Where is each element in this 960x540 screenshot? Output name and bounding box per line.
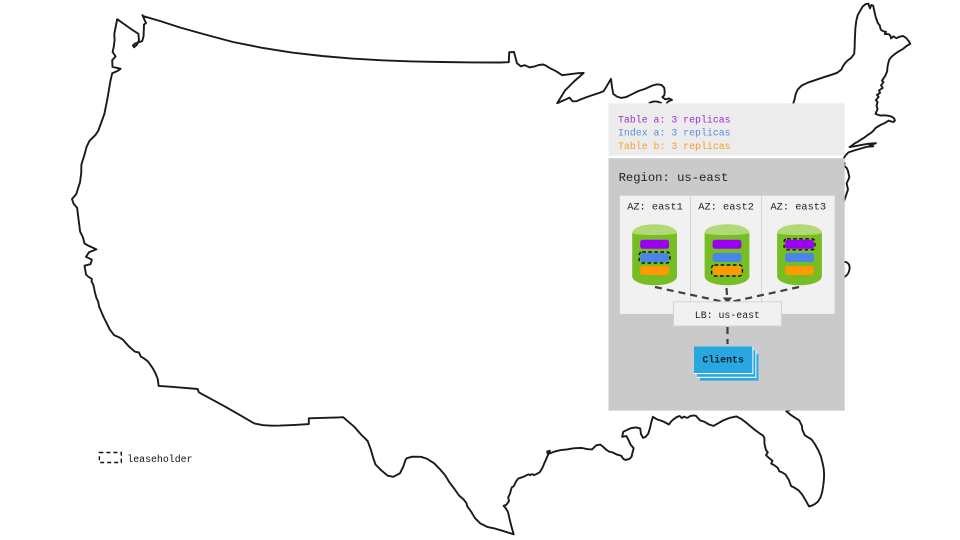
svg-text:AZ: east3: AZ: east3	[771, 202, 827, 214]
svg-text:Index a: 3 replicas: Index a: 3 replicas	[618, 128, 731, 139]
svg-text:Table a: 3 replicas: Table a: 3 replicas	[618, 115, 731, 126]
svg-text:leaseholder: leaseholder	[127, 454, 192, 465]
svg-text:AZ: east2: AZ: east2	[698, 202, 754, 214]
svg-text:AZ: east1: AZ: east1	[627, 202, 683, 214]
svg-text:Table b: 3 replicas: Table b: 3 replicas	[618, 141, 731, 152]
svg-text:Clients: Clients	[702, 355, 744, 366]
svg-text:LB: us-east: LB: us-east	[695, 310, 760, 321]
svg-text:Region: us-east: Region: us-east	[619, 171, 729, 185]
